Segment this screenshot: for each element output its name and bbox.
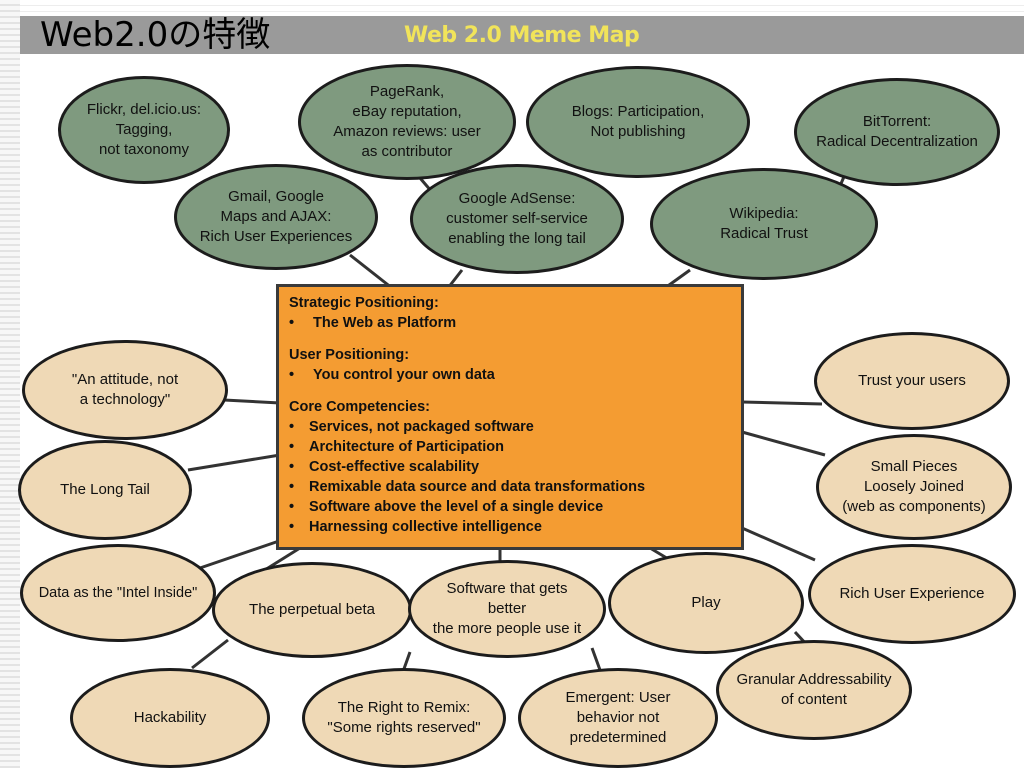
connector-intel bbox=[199, 538, 283, 570]
node-granular: Granular Addressability of content bbox=[716, 640, 912, 740]
node-remix: The Right to Remix: "Some rights reserve… bbox=[302, 668, 506, 768]
section-heading-strategic: Strategic Positioning: bbox=[289, 295, 439, 311]
node-blogs: Blogs: Participation, Not publishing bbox=[526, 66, 750, 178]
connector-trust bbox=[741, 400, 823, 406]
meme-map-title: Web 2.0 Meme Map bbox=[404, 23, 640, 48]
connector-smallpieces bbox=[741, 430, 826, 457]
node-play: Play bbox=[608, 552, 804, 654]
node-attitude: "An attitude, not a technology" bbox=[22, 340, 228, 440]
connector-attitude bbox=[223, 398, 281, 405]
core-item: Software above the level of a single dev… bbox=[289, 497, 731, 517]
node-flickr: Flickr, del.icio.us: Tagging, not taxono… bbox=[58, 76, 230, 184]
slide-title: Web2.0の特徴 bbox=[40, 15, 271, 55]
core-item: Cost-effective scalability bbox=[289, 457, 731, 477]
strategic-list: The Web as Platform bbox=[289, 313, 731, 333]
node-smallpieces: Small Pieces Loosely Joined (web as comp… bbox=[816, 434, 1012, 540]
node-bittorrent: BitTorrent: Radical Decentralization bbox=[794, 78, 1000, 186]
node-adsense: Google AdSense: customer self-service en… bbox=[410, 164, 624, 274]
connector-gmail bbox=[349, 253, 393, 290]
connector-richux bbox=[741, 526, 816, 562]
node-intel: Data as the "Intel Inside" bbox=[20, 544, 216, 642]
core-item: Services, not packaged software bbox=[289, 417, 731, 437]
connector-emergent bbox=[590, 647, 602, 671]
node-gmail: Gmail, Google Maps and AJAX: Rich User E… bbox=[174, 164, 378, 270]
core-item: Remixable data source and data transform… bbox=[289, 477, 731, 497]
section-heading-user: User Positioning: bbox=[289, 347, 410, 363]
connector-hackability bbox=[191, 638, 229, 670]
slide-left-strip bbox=[0, 0, 20, 768]
section-heading-core: Core Competencies: bbox=[289, 399, 431, 415]
connector-longtail bbox=[187, 453, 281, 472]
core-item: Architecture of Participation bbox=[289, 437, 731, 457]
node-longtail: The Long Tail bbox=[18, 440, 192, 540]
core-list: Services, not packaged software Architec… bbox=[289, 417, 731, 537]
node-hackability: Hackability bbox=[70, 668, 270, 768]
node-perpetual: The perpetual beta bbox=[212, 562, 412, 658]
node-emergent: Emergent: User behavior not predetermine… bbox=[518, 668, 718, 768]
title-bar bbox=[20, 16, 1024, 54]
strategic-item: The Web as Platform bbox=[289, 313, 731, 333]
node-richux: Rich User Experience bbox=[808, 544, 1016, 644]
node-pagerank: PageRank, eBay reputation, Amazon review… bbox=[298, 64, 516, 180]
core-principles-box: Strategic Positioning: The Web as Platfo… bbox=[276, 284, 744, 550]
user-item: You control your own data bbox=[289, 365, 731, 385]
user-list: You control your own data bbox=[289, 365, 731, 385]
node-trust: Trust your users bbox=[814, 332, 1010, 430]
node-software: Software that gets better the more peopl… bbox=[408, 560, 606, 658]
node-wikipedia: Wikipedia: Radical Trust bbox=[650, 168, 878, 280]
core-item: Harnessing collective intelligence bbox=[289, 517, 731, 537]
